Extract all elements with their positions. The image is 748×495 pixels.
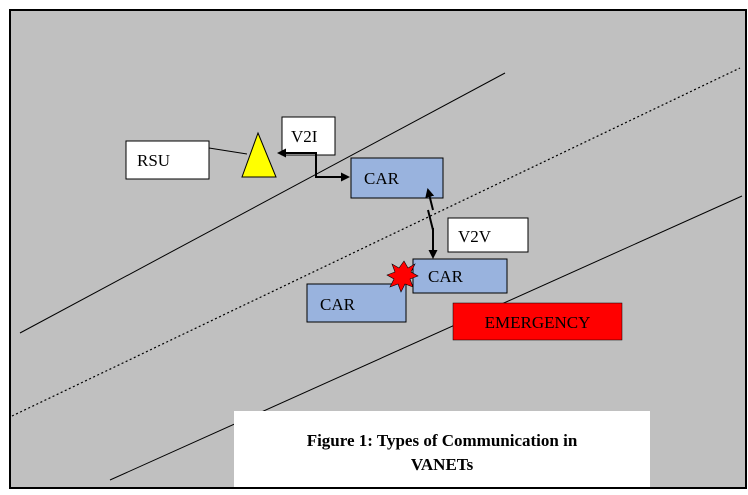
v2i-label: V2I <box>281 116 336 156</box>
road-edge-upper <box>19 72 506 334</box>
road-edge-lower <box>109 195 743 481</box>
crash-burst-icon <box>386 260 419 293</box>
svg-text:CAR: CAR <box>364 169 400 188</box>
v2i-arrow <box>315 153 350 182</box>
svg-text:CAR: CAR <box>320 295 356 314</box>
svg-text:CAR: CAR <box>428 267 464 286</box>
rsu-connector <box>208 147 248 155</box>
v2v-label: V2V <box>447 217 529 253</box>
figure-caption: Figure 1: Types of Communication in VANE… <box>234 411 650 487</box>
rsu-label: RSU <box>125 140 210 180</box>
svg-text:V2V: V2V <box>458 227 492 246</box>
svg-text:V2I: V2I <box>291 127 318 146</box>
v2i-arrow-back <box>277 148 317 158</box>
svg-text:RSU: RSU <box>137 151 170 170</box>
car-middle: CAR <box>412 258 508 294</box>
caption-line-2: VANETs <box>411 455 474 474</box>
car-bottom: CAR <box>306 283 407 323</box>
caption-line-1: Figure 1: Types of Communication in <box>307 431 578 450</box>
rsu-triangle-icon <box>241 131 277 178</box>
svg-text:EMERGENCY: EMERGENCY <box>485 313 591 332</box>
v2v-arrow-up <box>425 188 435 211</box>
road-center-dotted <box>11 67 741 417</box>
v2v-arrow-link <box>427 209 434 231</box>
emergency-label: EMERGENCY <box>452 302 623 341</box>
